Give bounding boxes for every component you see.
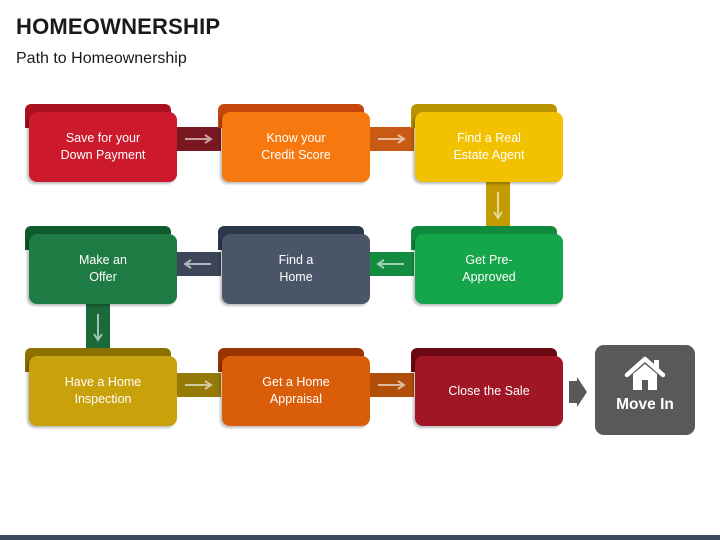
step-label: Find a Real Estate Agent — [415, 112, 563, 182]
arrow-right-icon — [185, 134, 213, 144]
arrow-right-icon — [185, 380, 213, 390]
step-home-inspection: Have a Home Inspection — [25, 348, 177, 426]
step-label: Save for your Down Payment — [29, 112, 177, 182]
house-icon — [624, 356, 666, 390]
step-label: Have a Home Inspection — [29, 356, 177, 426]
step-know-credit-score: Know your Credit Score — [218, 104, 370, 182]
step-save-down-payment: Save for your Down Payment — [25, 104, 177, 182]
step-label: Get Pre- Approved — [415, 234, 563, 304]
move-in-label: Move In — [616, 396, 674, 413]
footer-bar — [0, 535, 720, 540]
connector-left — [368, 252, 414, 276]
step-label: Close the Sale — [415, 356, 563, 426]
connector-right — [175, 127, 221, 151]
step-close-sale: Close the Sale — [411, 348, 563, 426]
arrow-right-icon — [378, 134, 406, 144]
step-make-offer: Make an Offer — [25, 226, 177, 304]
step-find-home: Find a Home — [218, 226, 370, 304]
step-home-appraisal: Get a Home Appraisal — [218, 348, 370, 426]
step-label: Know your Credit Score — [222, 112, 370, 182]
connector-right — [368, 373, 414, 397]
step-label: Make an Offer — [29, 234, 177, 304]
arrow-right-icon — [378, 380, 406, 390]
arrow-down-icon — [493, 192, 503, 220]
step-find-agent: Find a Real Estate Agent — [411, 104, 563, 182]
page-subtitle: Path to Homeownership — [16, 50, 187, 67]
page-title: HOMEOWNERSHIP — [16, 14, 221, 39]
arrow-left-icon — [183, 259, 211, 269]
arrow-down-icon — [93, 314, 103, 342]
move-in-box: Move In — [595, 345, 695, 435]
connector-right — [175, 373, 221, 397]
connector-left — [175, 252, 221, 276]
step-pre-approved: Get Pre- Approved — [411, 226, 563, 304]
connector-down — [486, 180, 510, 230]
connector-down — [86, 302, 110, 352]
step-label: Get a Home Appraisal — [222, 356, 370, 426]
arrow-left-icon — [376, 259, 404, 269]
connector-right — [368, 127, 414, 151]
chevron-right-icon — [569, 377, 587, 407]
step-label: Find a Home — [222, 234, 370, 304]
